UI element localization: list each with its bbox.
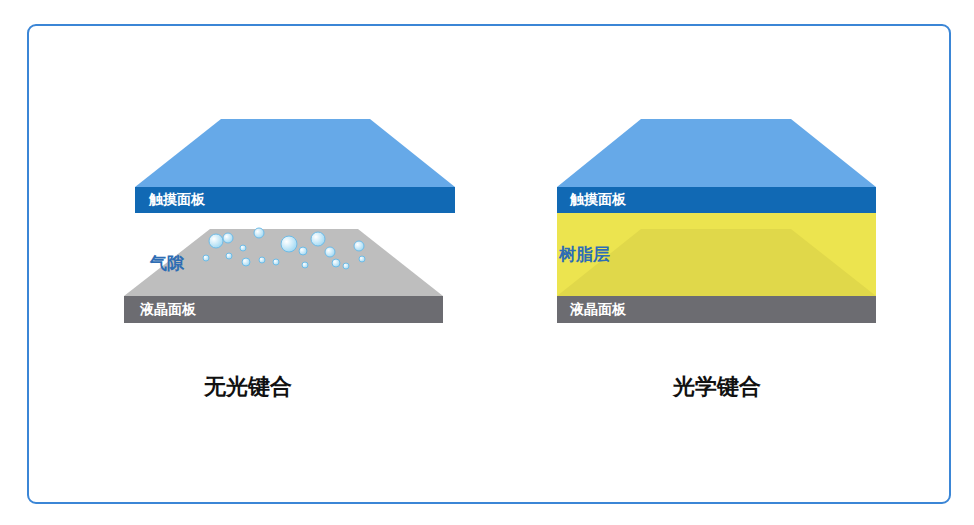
bubble [332,259,340,267]
bubble [259,257,265,263]
bubble [343,263,349,269]
bubble [299,247,307,255]
air-bubbles [203,228,365,269]
bubble [209,234,223,248]
bubble [325,247,335,257]
panel-label: 触摸面板 [570,191,626,209]
frame [28,25,950,503]
panel-label: 液晶面板 [570,301,626,319]
panel-label: 触摸面板 [149,191,205,209]
touch-panel-band: 触摸面板 [557,187,876,213]
bubble [281,236,297,252]
lcd-top-under-resin [557,229,876,296]
touch-panel-top [135,119,455,187]
bubble [240,245,246,251]
resin-fill [557,213,876,296]
bubble [223,233,233,243]
panel-label: 树脂层 [559,243,610,266]
lcd-panel-band: 液晶面板 [557,296,876,323]
bubble [311,232,325,246]
bubble [359,256,365,262]
bubble [354,241,364,251]
caption: 光学键合 [673,372,761,402]
panel-label: 液晶面板 [140,301,196,319]
touch-panel-band: 触摸面板 [135,187,455,213]
lcd-top [124,229,443,296]
caption: 无光键合 [204,372,292,402]
bubble [203,255,209,261]
air-gap-label: 气隙 [150,252,184,275]
bubble [226,253,232,259]
touch-panel-top [557,119,876,187]
bubble [254,228,264,238]
bubble [242,258,250,266]
resin-layer: 树脂层 [557,213,876,296]
bubble [273,259,279,265]
bubble [302,262,308,268]
lcd-panel-band: 液晶面板 [124,296,443,323]
